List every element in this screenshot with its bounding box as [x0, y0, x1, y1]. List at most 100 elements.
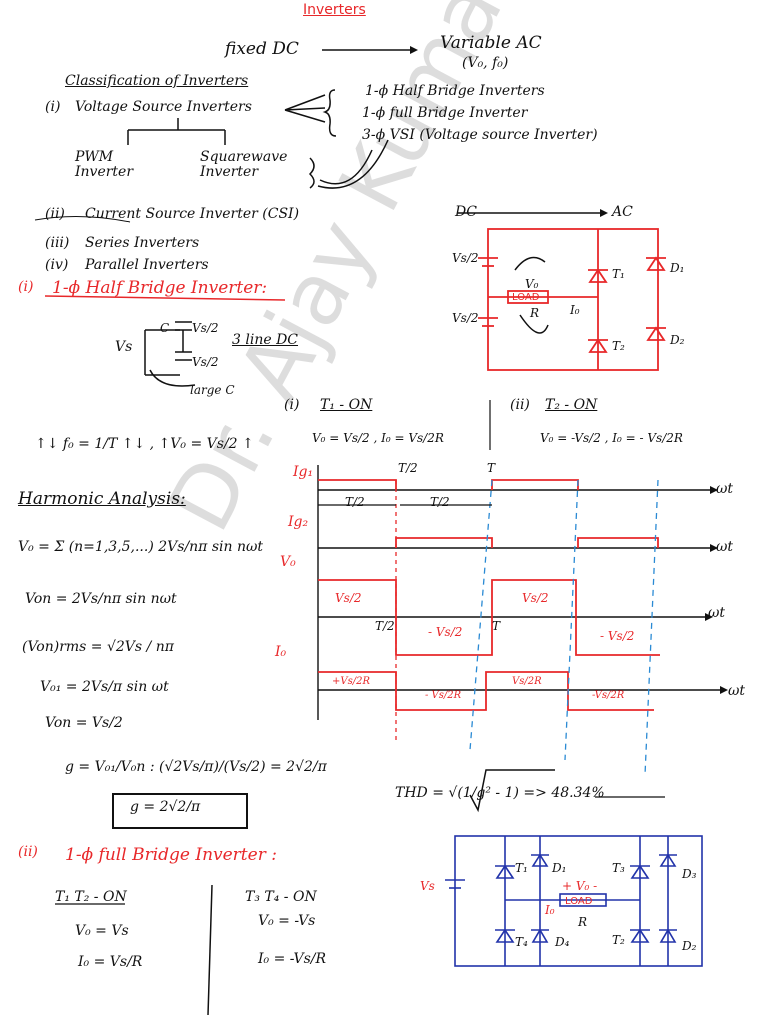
- wave-ig2-label: Ig₂: [288, 514, 309, 530]
- full-bridge-num: (ii): [18, 844, 38, 860]
- class-item-4-label: Parallel Inverters: [85, 257, 209, 273]
- intro-to: Variable AC: [440, 33, 542, 53]
- mode-2-eq: V₀ = -Vs/2 , I₀ = - Vs/2R: [540, 431, 683, 445]
- page-title: Inverters: [303, 2, 366, 18]
- fb-right-i: I₀ = -Vs/R: [258, 951, 327, 967]
- intro-to-sub: (V₀, f₀): [462, 55, 509, 71]
- half-bridge-heading: 1-ϕ Half Bridge Inverter:: [52, 278, 268, 298]
- wave-vo-neg-1: - Vs/2: [428, 625, 463, 639]
- harmonic-eq-5: Von = Vs/2: [45, 715, 123, 731]
- class-item-4-num: (iv): [45, 257, 69, 273]
- fb-right-v: V₀ = -Vs: [258, 913, 316, 929]
- full-bridge-circuit: [445, 835, 703, 967]
- class-item-3-label: Series Inverters: [85, 235, 200, 251]
- fb-circuit-d1: D₁: [552, 861, 567, 875]
- fb-circuit-t4: T₄: [515, 935, 528, 949]
- classification-heading: Classification of Inverters: [65, 73, 249, 89]
- mode-2-label: T₂ - ON: [545, 397, 598, 413]
- hb-circuit-t1: T₁: [612, 267, 625, 281]
- square-arrows: [317, 139, 389, 189]
- harmonic-heading: Harmonic Analysis:: [18, 489, 186, 509]
- fb-circuit-load: LOAD: [565, 896, 593, 907]
- wave-t-full-mid: T: [492, 619, 501, 633]
- vsi-type-2: 1-ϕ full Bridge Inverter: [362, 105, 528, 121]
- hb-cap-c: C: [160, 321, 170, 335]
- wave-wt-1: ωt: [716, 481, 734, 497]
- waveform-arrowheads: [705, 486, 728, 694]
- wave-vo-label: V₀: [280, 554, 296, 570]
- vsi-brace: [322, 89, 337, 137]
- fb-right-label: T₃ T₄ - ON: [245, 889, 317, 905]
- hb-circuit-t2: T₂: [612, 339, 625, 353]
- wave-t-half-top: T/2: [398, 461, 418, 475]
- half-bridge-num: (i): [18, 279, 34, 295]
- hb-cap-top: Vs/2: [192, 321, 219, 335]
- fb-circuit-t3: T₃: [612, 861, 625, 875]
- mode-1-num: (i): [284, 397, 300, 413]
- wave-io-neg-1: - Vs/2R: [425, 690, 462, 701]
- fb-circuit-d2: D₂: [682, 939, 697, 953]
- fb-left-v: V₀ = Vs: [75, 923, 129, 939]
- hb-circuit-r: R: [530, 306, 540, 320]
- class-item-2-label: Current Source Inverter (CSI): [85, 206, 300, 222]
- vsi-type-1: 1-ϕ Half Bridge Inverters: [365, 83, 545, 99]
- fb-circuit-d4: D₄: [555, 935, 570, 949]
- hb-large-c: large C: [190, 383, 235, 397]
- class-item-2-num: (ii): [45, 206, 65, 222]
- fb-circuit-t2: T₂: [612, 933, 625, 947]
- wave-ig1-label: Ig₁: [293, 464, 314, 480]
- hb-vs: Vs: [115, 339, 133, 355]
- wave-vo-pos-1: Vs/2: [335, 591, 362, 605]
- mode-2-num: (ii): [510, 397, 530, 413]
- fb-circuit-d3: D₃: [682, 867, 697, 881]
- vsi-type-3: 3-ϕ VSI (Voltage source Inverter): [362, 127, 598, 143]
- intro-from: fixed DC: [225, 39, 299, 59]
- vsi-arrows: [284, 94, 326, 123]
- wave-wt-2: ωt: [716, 539, 734, 555]
- harmonic-eq-6: g = V₀₁/V₀n : (√2Vs/π)/(Vs/2) = 2√2/π: [65, 759, 327, 775]
- g-boxed: [112, 793, 248, 829]
- fb-left-label: T₁ T₂ - ON: [55, 889, 127, 905]
- fb-circuit-v0: + V₀ -: [562, 879, 598, 893]
- blue-guides: [469, 479, 659, 776]
- harmonic-eq-1: V₀ = Σ (n=1,3,5,...) 2Vs/nπ sin nωt: [18, 539, 264, 555]
- thd-equation: THD = √(1/g² - 1) => 48.34%: [395, 785, 605, 801]
- hb-circuit-bot-src: Vs/2: [452, 311, 479, 325]
- fb-left-i: I₀ = Vs/R: [78, 954, 143, 970]
- wave-vo-pos-2: Vs/2: [522, 591, 549, 605]
- hb-circuit-dc: DC: [455, 204, 477, 220]
- wave-t-half-span-2: T/2: [430, 495, 450, 509]
- class-item-3-num: (iii): [45, 235, 70, 251]
- hb-three-line: 3 line DC: [232, 332, 299, 348]
- fb-circuit-r: R: [578, 915, 588, 929]
- full-bridge-heading: 1-ϕ full Bridge Inverter :: [65, 845, 277, 865]
- half-bridge-sketch: [144, 321, 196, 387]
- mode-1-eq: V₀ = Vs/2 , I₀ = Vs/2R: [312, 431, 444, 445]
- hb-cap-bottom: Vs/2: [192, 355, 219, 369]
- wave-wt-3: ωt: [708, 605, 726, 621]
- hb-circuit-top-src: Vs/2: [452, 251, 479, 265]
- wave-vo-neg-2: - Vs/2: [600, 629, 635, 643]
- hb-circuit-d1: D₁: [670, 261, 685, 275]
- fb-circuit-i0: I₀: [545, 903, 555, 917]
- vsi-kind-pwm: PWM Inverter: [75, 149, 134, 181]
- harmonic-eq-2: Von = 2Vs/nπ sin nωt: [25, 591, 177, 607]
- wave-t-full-top: T: [487, 461, 496, 475]
- freq-relation: ↑↓ f₀ = 1/T ↑↓ , ↑V₀ = Vs/2 ↑: [35, 436, 254, 452]
- hb-circuit-load: LOAD: [512, 292, 540, 303]
- vsi-kind-square: Squarewave Inverter: [200, 149, 288, 181]
- wave-io-label: I₀: [275, 644, 287, 660]
- harmonic-eq-3: (Von)rms = √2Vs / nπ: [22, 639, 174, 655]
- wave-t-half-span-1: T/2: [345, 495, 365, 509]
- hb-circuit-d2: D₂: [670, 333, 685, 347]
- fb-circuit-vs: Vs: [420, 879, 435, 893]
- wave-t-half-mid: T/2: [375, 619, 395, 633]
- wave-io-pos-2: Vs/2R: [512, 676, 542, 687]
- wave-wt-4: ωt: [728, 683, 746, 699]
- wave-io-neg-2: -Vs/2R: [592, 690, 625, 701]
- g-boxed-text: g = 2√2/π: [130, 799, 201, 815]
- class-item-1-label: Voltage Source Inverters: [75, 99, 252, 115]
- half-bridge-circuit: [478, 228, 666, 371]
- mode-1-label: T₁ - ON: [320, 397, 373, 413]
